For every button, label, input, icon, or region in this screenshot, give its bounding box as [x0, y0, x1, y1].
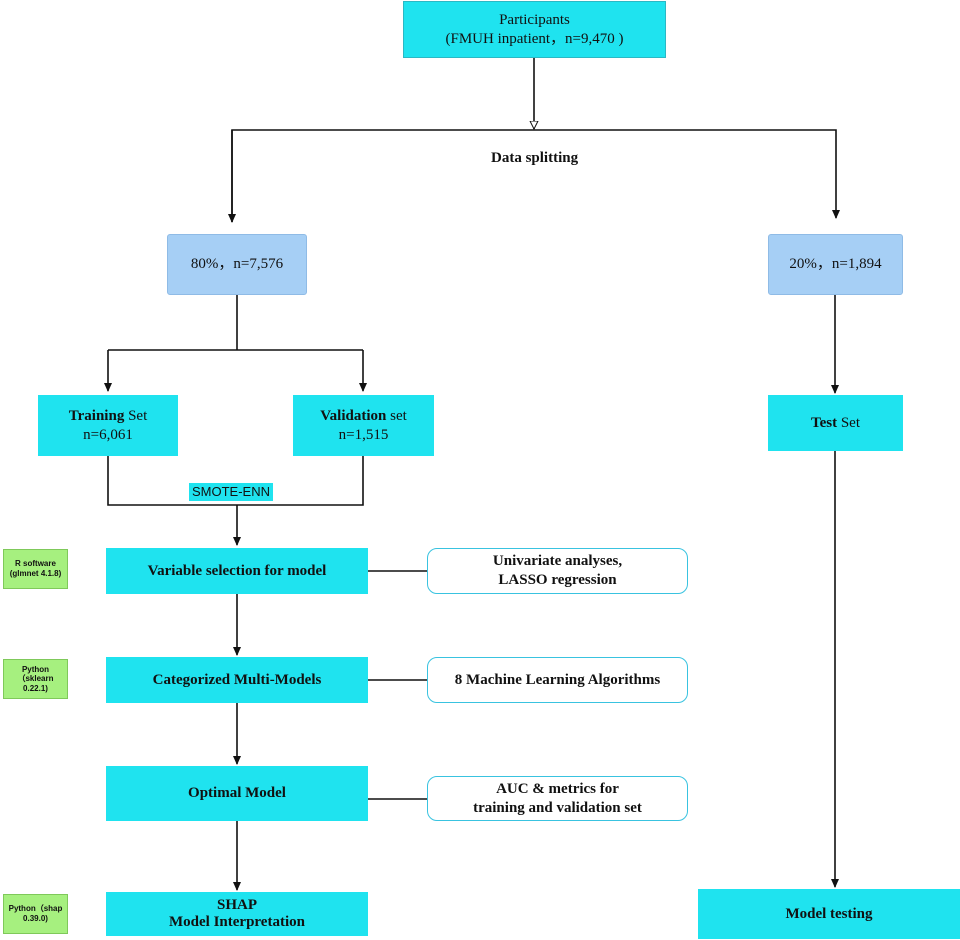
univariate-note-line1: Univariate analyses,	[492, 553, 623, 570]
shap-label-line1: SHAP	[216, 896, 257, 913]
shap-box: SHAP Model Interpretation	[106, 892, 368, 936]
split-80-box: 80%，n=7,576	[167, 234, 307, 295]
ml-algorithms-note: 8 Machine Learning Algorithms	[427, 657, 688, 703]
optimal-model-label: Optimal Model	[188, 785, 286, 802]
auc-note-line1: AUC & metrics for	[496, 780, 619, 797]
auc-metrics-note: AUC & metrics for training and validatio…	[427, 776, 688, 821]
model-testing-label: Model testing	[785, 905, 873, 922]
participants-box: Participants (FMUH inpatient，n=9,470 )	[403, 1, 666, 58]
variable-selection-box: Variable selection for model	[106, 548, 368, 594]
optimal-model-box: Optimal Model	[106, 766, 368, 821]
python-shap-tag: Python（shap 0.39.0)	[3, 894, 68, 934]
split-20-label: 20%，n=1,894	[789, 256, 882, 273]
python-sklearn-tag: Python（sklearn 0.22.1)	[3, 659, 68, 699]
smote-enn-label: SMOTE-ENN	[189, 483, 273, 501]
python-shap-line1: Python（shap	[8, 904, 63, 914]
validation-set-suffix: set	[386, 407, 407, 424]
split-20-box: 20%，n=1,894	[768, 234, 903, 295]
univariate-note-line2: LASSO regression	[498, 572, 617, 588]
participants-title: Participants	[499, 11, 570, 28]
python-shap-line2: 0.39.0)	[23, 914, 48, 923]
data-splitting-label: Data splitting	[491, 150, 579, 166]
training-set-title: Training	[68, 407, 125, 424]
variable-selection-label: Variable selection for model	[147, 562, 327, 579]
univariate-note: Univariate analyses, LASSO regression	[427, 548, 688, 594]
split-80-label: 80%，n=7,576	[190, 256, 284, 273]
training-set-suffix: Set	[124, 407, 148, 424]
r-software-tag: R software (glmnet 4.1.8)	[3, 549, 68, 589]
validation-set-box: Validation set n=1,515	[293, 395, 434, 456]
training-set-box: Training Set n=6,061	[38, 395, 178, 456]
test-set-title: Test	[810, 414, 838, 431]
validation-set-title: Validation	[320, 407, 387, 424]
python-sklearn-line2: 0.22.1)	[23, 683, 48, 693]
model-testing-box: Model testing	[698, 889, 960, 939]
auc-note-line2: training and validation set	[473, 799, 642, 816]
test-set-box: Test Set	[768, 395, 903, 451]
multi-models-label: Categorized Multi-Models	[152, 671, 322, 688]
python-sklearn-line1: Python（sklearn	[17, 664, 54, 684]
shap-label-line2: Model Interpretation	[169, 914, 305, 930]
training-set-n: n=6,061	[83, 426, 133, 443]
participants-subtitle: (FMUH inpatient，n=9,470 )	[445, 30, 624, 47]
r-software-line1: R software	[15, 559, 56, 569]
r-software-line2: (glmnet 4.1.8)	[9, 569, 62, 578]
validation-set-n: n=1,515	[338, 426, 389, 443]
ml-algorithms-note-label: 8 Machine Learning Algorithms	[454, 671, 661, 688]
multi-models-box: Categorized Multi-Models	[106, 657, 368, 703]
test-set-suffix: Set	[837, 414, 861, 431]
